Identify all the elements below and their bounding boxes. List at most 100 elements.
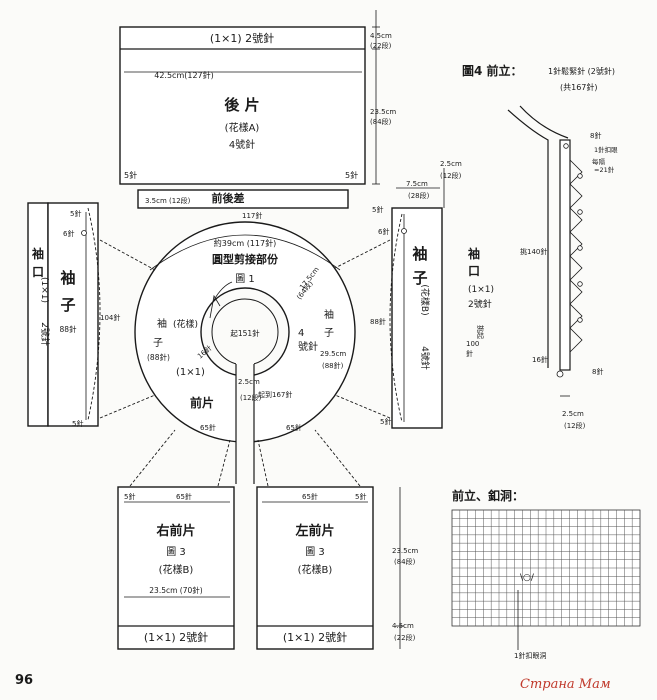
back-height-cm: 23.5cm: [370, 108, 396, 116]
yoke-needle-4: 4: [298, 328, 304, 339]
yoke-band-width: 3.5cm (12段): [145, 196, 191, 205]
left-sleeve-title-b: 子: [60, 296, 75, 314]
right-cuff-sts: 100: [466, 340, 479, 348]
yoke-sleeve-right-a: 袖: [324, 308, 334, 321]
left-sleeve-marker: [81, 230, 87, 236]
right-sleeve-title-b: 子: [412, 269, 427, 287]
right-front-width: 23.5cm (70針): [149, 585, 202, 595]
yoke-front-title: 前片: [190, 395, 214, 410]
yoke-right-front-sts: 65針: [286, 423, 302, 432]
right-front-top-st: 5針: [124, 492, 135, 501]
back-rib-cm: 4.5cm: [370, 32, 392, 40]
front-rib-rows: (22段): [394, 633, 416, 642]
assembly-connectors: [99, 239, 391, 487]
left-front-panel: [256, 486, 374, 650]
right-sleeve-needle: 4號針: [419, 346, 431, 370]
back-piece: (1×1) 2號針 42.5cm(127針) 後 片 (花樣A) 4號針 5針 …: [119, 10, 396, 185]
left-front-rib: (1×1) 2號針: [283, 630, 347, 644]
yoke-needle-label: 號針: [298, 340, 318, 353]
left-front-pattern: (花樣B): [298, 563, 333, 576]
yoke-sleeve-left-b: 子: [153, 337, 163, 349]
fig4-top-st: 8針: [590, 131, 601, 140]
yoke-sleeve-left-sts: (88針): [147, 352, 170, 362]
yoke-front-pattern: (1×1): [176, 367, 205, 378]
left-cuff-needle: 2號針: [39, 322, 51, 346]
yoke-sleeve-left-a: 袖: [157, 317, 167, 330]
right-sleeve-title-a: 袖: [412, 245, 427, 263]
back-pattern: (花樣A): [225, 121, 260, 134]
left-front-top-st: 5針: [355, 492, 366, 501]
yoke-figure: 圖 1: [235, 273, 255, 285]
yoke-band-panel: [137, 189, 349, 209]
fig4-pickup: 挑140針: [520, 247, 547, 256]
left-cuff-title-b: 口: [32, 265, 44, 279]
stitch-chart-hole-note: 1針扣眼洞: [514, 651, 546, 660]
yoke-band: 前後差 3.5cm (12段) 117針: [137, 189, 349, 220]
right-sleeve: 袖 子 (花樣B) 4號針 88針 5針 6針 5針 7.5cm (28段) 2…: [370, 160, 494, 429]
fig4-bottom-st: 16針: [532, 355, 548, 364]
fig4-subtitle: 1針鬆緊針 (2號針): [548, 66, 615, 76]
yoke-inner-sts: 起到167針: [258, 390, 292, 399]
back-needle: 4號針: [229, 138, 255, 151]
fig4-band: [559, 139, 571, 371]
left-cuff-title-a: 袖: [32, 246, 44, 261]
stitch-chart: 前立、釦洞： \○/ 1針扣眼洞: [451, 488, 641, 660]
back-rib-rows: (22段): [370, 41, 392, 50]
yoke-outer-sts: 約39cm (117針): [214, 238, 276, 248]
fig4-end-st: 8針: [592, 367, 603, 376]
right-sleeve-mid: 6針: [378, 227, 389, 236]
right-cuff-needle: 2號針: [468, 298, 492, 310]
figure-4: 圖4 前立： 1針鬆緊針 (2號針) (共167針) 8針 1針扣眼 每隔 =2…: [462, 63, 618, 430]
left-sleeve-panel: [47, 202, 99, 427]
stitch-chart-hole: \○/: [520, 573, 535, 583]
left-cuff-rib: (1×1): [39, 277, 49, 303]
left-front-top-sts: 65針: [302, 492, 318, 501]
left-sleeve-top: 5針: [70, 209, 81, 218]
fig4-width-rows: (12段): [564, 421, 586, 430]
yoke-sleeve-right-sts: (88針): [322, 361, 344, 370]
right-sleeve-edge: 88針: [370, 317, 386, 326]
back-panel: [119, 26, 366, 185]
right-front-top-sts: 65針: [176, 492, 192, 501]
fig4-buttonhole-a: 1針扣眼: [594, 145, 618, 154]
front-rib-cm: 4.5cm: [392, 622, 414, 630]
stitch-chart-title: 前立、釦洞：: [452, 488, 524, 503]
left-sleeve: 袖 口 (1×1) 2號針 袖 子 88針 104針 5針 6針 5針: [27, 202, 120, 428]
right-cuff-pickup: 挑起: [476, 325, 485, 339]
right-cuff-unit: 針: [466, 349, 473, 358]
left-sleeve-title-a: 袖: [60, 269, 75, 287]
right-front-pattern: (花樣B): [159, 563, 194, 576]
right-cuff-rib: (1×1): [468, 285, 494, 295]
right-sleeve-bottom: 5針: [380, 417, 391, 426]
yoke-band-sts: 117針: [242, 211, 262, 220]
yoke-title: 圓型剪接部份: [212, 252, 279, 266]
right-cuff-title-a: 袖: [468, 246, 480, 261]
back-height-rows: (84段): [370, 117, 392, 126]
yoke-left-front-sts: 65針: [200, 423, 216, 432]
front-pieces: 5針 65針 右前片 圖 3 (花樣B) 23.5cm (70針) (1×1) …: [117, 486, 418, 650]
right-sleeve-marker: [401, 228, 407, 234]
yoke-sleeve-left-pattern: (花樣): [173, 318, 198, 330]
front-height-rows: (84段): [394, 557, 416, 566]
watermark: Страна Мам: [520, 677, 611, 692]
left-sleeve-mid: 6針: [63, 229, 74, 238]
back-right-st: 5針: [345, 170, 358, 180]
front-height-cm: 23.5cm: [392, 547, 418, 555]
right-front-figure: 圖 3: [166, 546, 186, 558]
fig4-buttonhole-c: =21針: [594, 165, 615, 174]
back-rib-label: (1×1) 2號針: [210, 31, 274, 45]
left-sleeve-edge: 104針: [100, 313, 120, 322]
fig4-title: 圖4 前立：: [462, 63, 523, 78]
left-sleeve-sts: 88針: [59, 324, 77, 334]
fig4-width-cm: 2.5cm: [562, 410, 584, 418]
yoke-neck-sts: 起151針: [230, 328, 260, 338]
right-front-title: 右前片: [155, 523, 195, 539]
circular-yoke: 約39cm (117針) 圓型剪接部份 圖 1 起151針 17.5cm (64…: [134, 221, 356, 484]
right-sleeve-panel: [391, 207, 443, 429]
right-front-rib: (1×1) 2號針: [144, 630, 208, 644]
back-title: 後 片: [223, 96, 259, 114]
stitch-grid: [452, 510, 640, 626]
yoke-sleeve-right-b: 子: [324, 327, 334, 339]
